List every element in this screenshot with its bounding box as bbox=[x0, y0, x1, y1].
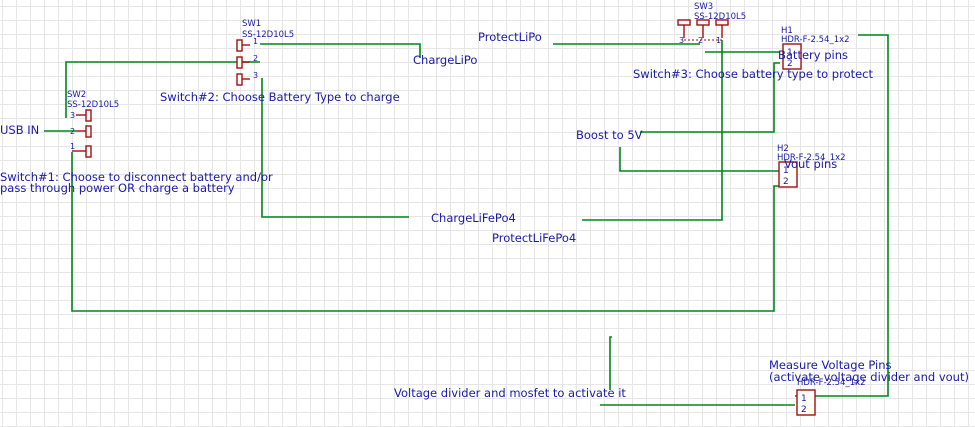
header-measure[interactable]: Measure Voltage Pins (activate voltage d… bbox=[769, 358, 969, 416]
sw3-value: SS-12D10L5 bbox=[694, 12, 746, 22]
net-usb-in[interactable]: USB IN bbox=[0, 123, 39, 137]
switch1-note-line1: Switch#1: Choose to disconnect battery a… bbox=[0, 170, 273, 184]
header-h2[interactable]: H2 HDR-F-2.54_1x2 1 2 Vout pins bbox=[777, 144, 846, 188]
net-protect-lipo[interactable]: ProtectLiPo bbox=[478, 30, 542, 44]
h2-pin2-number: 2 bbox=[783, 177, 789, 187]
h1-ref: H1 bbox=[781, 26, 793, 36]
wire-sw1-pin2-sw2-pin3[interactable] bbox=[65, 61, 260, 118]
measure-label-detail: (activate voltage divider and vout) bbox=[769, 370, 969, 384]
sw2-pin3-number: 3 bbox=[70, 111, 75, 120]
measure-pin2-number: 2 bbox=[801, 405, 807, 415]
net-charge-lipo[interactable]: ChargeLiPo bbox=[413, 53, 477, 67]
sw2-pin1-number: 1 bbox=[70, 142, 75, 151]
switch-sw3[interactable]: SW3 SS-12D10L5 3 2 1 bbox=[677, 2, 746, 45]
sw1-pin1-number: 1 bbox=[253, 37, 258, 46]
sw2-ref: SW2 bbox=[67, 90, 86, 100]
net-boost-5v[interactable]: Boost to 5V bbox=[576, 128, 643, 142]
sw3-pin1-number: 1 bbox=[716, 36, 721, 45]
measure-value: HDR-F-2.54_1x2 bbox=[797, 378, 866, 388]
switch-sw2[interactable]: SW2 SS-12D10L5 3 2 1 bbox=[67, 90, 119, 158]
sw2-pin2-pad bbox=[85, 125, 92, 138]
h1-value: HDR-F-2.54_1x2 bbox=[781, 35, 850, 45]
h1-pin1-number: 1 bbox=[787, 48, 793, 58]
sw3-pin3-pad bbox=[677, 19, 691, 26]
wire-sw2-pin1-h1[interactable] bbox=[71, 152, 780, 312]
net-voltage-divider[interactable]: Voltage divider and mosfet to activate i… bbox=[394, 386, 626, 400]
switch2-note: Switch#2: Choose Battery Type to charge bbox=[160, 90, 400, 104]
h2-label: Vout pins bbox=[784, 157, 837, 171]
sw1-pin2-number: 2 bbox=[253, 54, 258, 63]
sw1-ref: SW1 bbox=[242, 19, 261, 29]
switch3-note: Switch#3: Choose battery type to protect bbox=[633, 67, 874, 81]
net-protect-lifepo4[interactable]: ProtectLiFePo4 bbox=[492, 231, 576, 245]
h1-body bbox=[782, 43, 802, 70]
sw3-pin3-number: 3 bbox=[679, 36, 684, 45]
notes: Switch#1: Choose to disconnect battery a… bbox=[0, 67, 874, 195]
switch-sw1[interactable]: SW1 SS-12D10L5 1 2 3 bbox=[236, 19, 294, 86]
wire-sw1-pin1-chargelipo[interactable] bbox=[260, 43, 421, 58]
measure-label: Measure Voltage Pins bbox=[769, 358, 891, 372]
h1-label: Battery pins bbox=[778, 48, 848, 62]
sw3-pin1-pad bbox=[715, 19, 729, 26]
h2-body bbox=[778, 161, 798, 188]
sw1-pin2-pad bbox=[236, 56, 243, 69]
h2-pin1-number: 1 bbox=[783, 166, 789, 176]
sw2-pin3-pad bbox=[85, 109, 92, 122]
h2-ref: H2 bbox=[777, 144, 789, 154]
wire-boost-vout[interactable] bbox=[619, 147, 780, 172]
sw1-pin3-number: 3 bbox=[253, 71, 258, 80]
net-labels: USB IN ChargeLiPo ChargeLiFePo4 ProtectL… bbox=[0, 30, 643, 400]
header-h1[interactable]: H1 HDR-F-2.54_1x2 1 2 Battery pins bbox=[778, 26, 850, 70]
h2-value: HDR-F-2.54_1x2 bbox=[777, 153, 846, 163]
sw1-pin3-pad bbox=[236, 73, 243, 86]
wire-measure-pin1-vout[interactable] bbox=[795, 34, 889, 397]
sw1-pin1-pad bbox=[236, 39, 243, 52]
sw3-ref: SW3 bbox=[694, 2, 713, 12]
sw2-value: SS-12D10L5 bbox=[67, 100, 119, 110]
measure-pin1-number: 1 bbox=[801, 394, 807, 404]
measure-body bbox=[796, 389, 816, 416]
switch1-note-line2: pass through power OR charge a battery bbox=[0, 181, 235, 195]
wires bbox=[44, 34, 889, 406]
wire-sw1-pin3-chargelifepo4[interactable] bbox=[261, 78, 409, 218]
sw1-value: SS-12D10L5 bbox=[242, 30, 294, 40]
sw2-pin1-pad bbox=[85, 145, 92, 158]
sw3-pin2-pad bbox=[696, 19, 710, 26]
h1-pin2-number: 2 bbox=[787, 59, 793, 69]
sw2-pin2-number: 2 bbox=[70, 127, 75, 136]
wire-battery-pin2-boost[interactable] bbox=[640, 62, 780, 133]
wire-measure-divider[interactable] bbox=[609, 336, 612, 390]
net-charge-lifepo4[interactable]: ChargeLiFePo4 bbox=[431, 211, 516, 225]
wire-sw3-protectlifepo4[interactable] bbox=[582, 40, 723, 221]
